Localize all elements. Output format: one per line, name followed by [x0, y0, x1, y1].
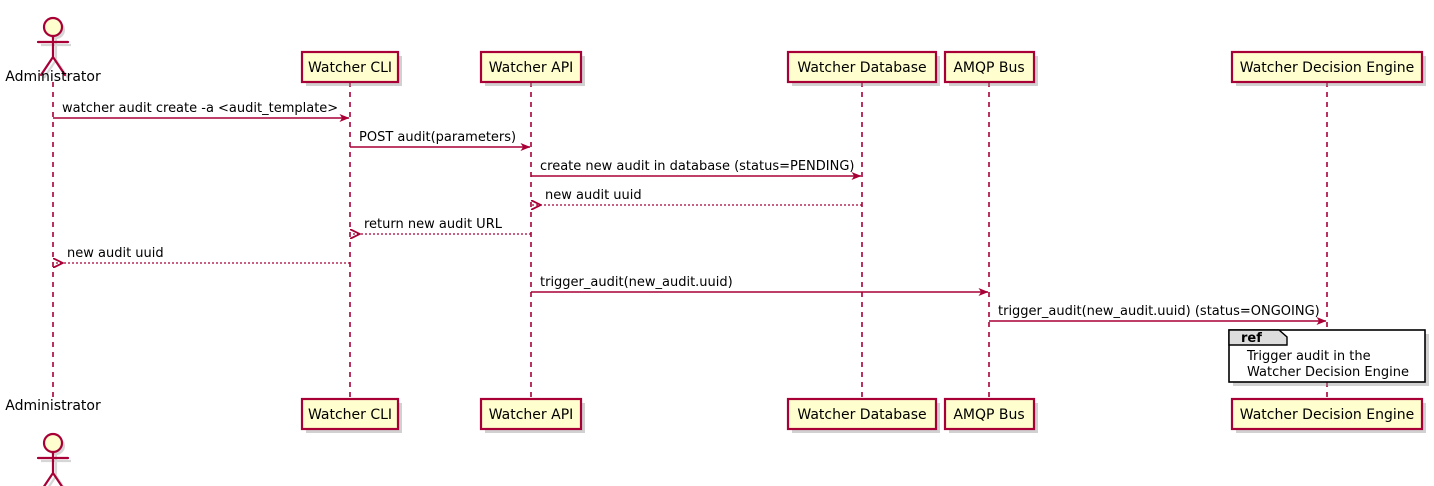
- lifelines-group: [52, 82, 1328, 399]
- participant-box: [1230, 50, 1424, 84]
- participant-label-watcher-database: Watcher Database: [797, 60, 926, 76]
- participant-watcher-api-top[interactable]: Watcher API: [479, 50, 585, 86]
- participant-box: [786, 397, 938, 431]
- message-label-8: trigger_audit(new_audit.uuid) (status=ON…: [998, 304, 1320, 319]
- participant-watcher-database-top[interactable]: Watcher Database: [786, 50, 940, 86]
- ref-text-line-2: Watcher Decision Engine: [1247, 365, 1409, 380]
- ref-tab: [1228, 329, 1288, 346]
- participant-box: [943, 397, 1036, 431]
- participant-box: [943, 50, 1036, 84]
- participant-label-watcher-api: Watcher API: [489, 60, 574, 76]
- participant-label-watcher-decision-engine: Watcher Decision Engine: [1240, 407, 1414, 423]
- message-label-6: new audit uuid: [67, 246, 164, 261]
- actor-label-administrator-bottom: Administrator: [5, 398, 101, 414]
- participant-box: [479, 50, 583, 84]
- message-6: new audit uuid: [54, 246, 350, 263]
- message-1: watcher audit create -a <audit_template>: [53, 101, 350, 122]
- participant-box: [786, 50, 938, 84]
- actor-administrator[interactable]: Administrator: [5, 16, 101, 85]
- participant-watcher-decision-engine-bottom[interactable]: Watcher Decision Engine: [1230, 397, 1426, 433]
- participant-label-watcher-database: Watcher Database: [797, 407, 926, 423]
- actor-administrator[interactable]: Administrator: [5, 398, 101, 486]
- participant-label-watcher-decision-engine: Watcher Decision Engine: [1240, 60, 1414, 76]
- actor-label-administrator-top: Administrator: [5, 69, 101, 85]
- ref-text-line-1: Trigger audit in the: [1246, 349, 1371, 364]
- message-label-3: create new audit in database (status=PEN…: [540, 159, 855, 174]
- message-3: create new audit in database (status=PEN…: [531, 159, 862, 180]
- actor-body-icon: [36, 450, 70, 486]
- participant-watcher-cli-bottom[interactable]: Watcher CLI: [300, 397, 402, 433]
- message-label-7: trigger_audit(new_audit.uuid): [540, 275, 733, 290]
- message-7: trigger_audit(new_audit.uuid): [531, 275, 989, 296]
- actor-shadow: [41, 455, 71, 486]
- participant-watcher-decision-engine-top[interactable]: Watcher Decision Engine: [1230, 50, 1426, 86]
- participant-label-amqp-bus: AMQP Bus: [953, 407, 1024, 423]
- message-label-1: watcher audit create -a <audit_template>: [62, 101, 338, 116]
- message-5: return new audit URL: [351, 217, 531, 234]
- participant-box: [479, 397, 583, 431]
- participant-label-watcher-cli: Watcher CLI: [308, 407, 392, 423]
- message-2: POST audit(parameters): [350, 130, 531, 151]
- message-label-4: new audit uuid: [545, 188, 642, 203]
- message-4: new audit uuid: [532, 188, 862, 205]
- participant-watcher-api-bottom[interactable]: Watcher API: [479, 397, 585, 433]
- participant-watcher-database-bottom[interactable]: Watcher Database: [786, 397, 940, 433]
- participant-amqp-bus-top[interactable]: AMQP Bus: [943, 50, 1038, 86]
- participant-box: [1230, 397, 1424, 431]
- participant-box: [300, 50, 400, 84]
- actor-shadow: [41, 39, 71, 79]
- participant-amqp-bus-bottom[interactable]: AMQP Bus: [943, 397, 1038, 433]
- participant-label-amqp-bus: AMQP Bus: [953, 60, 1024, 76]
- message-label-5: return new audit URL: [364, 217, 503, 232]
- actor-head-icon: [42, 432, 64, 454]
- participant-watcher-cli-top[interactable]: Watcher CLI: [300, 50, 402, 86]
- participant-label-watcher-api: Watcher API: [489, 407, 574, 423]
- participant-label-watcher-cli: Watcher CLI: [308, 60, 392, 76]
- actor-body-icon: [36, 34, 70, 77]
- participant-box: [300, 397, 400, 431]
- actor-head-icon: [42, 16, 64, 38]
- message-label-2: POST audit(parameters): [359, 130, 516, 145]
- messages-group: watcher audit create -a <audit_template>…: [53, 101, 1327, 325]
- ref-tab-label: ref: [1241, 331, 1262, 346]
- message-8: trigger_audit(new_audit.uuid) (status=ON…: [989, 304, 1327, 325]
